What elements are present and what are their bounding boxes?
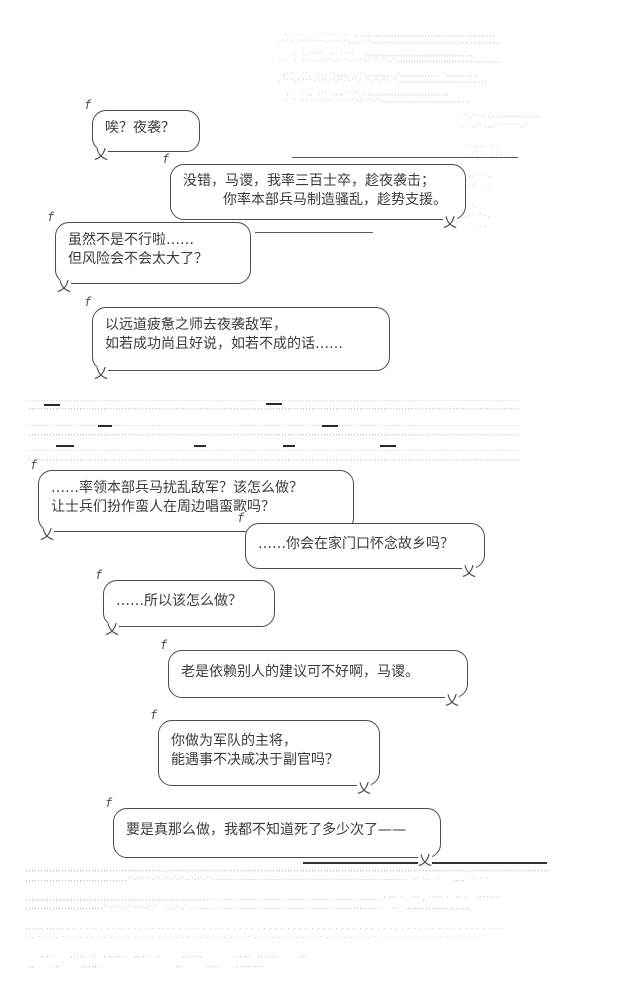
- dialogue-line: 但风险会不会太大了？: [68, 251, 208, 267]
- bubble-corner-glyph: f: [160, 638, 168, 652]
- texture-dash: [56, 445, 74, 447]
- speech-bubble-9: f 你做为军队的主将， 能遇事不决咸决于副官吗？ 乂: [150, 708, 380, 796]
- texture-dash: [322, 425, 338, 427]
- bubble-corner-glyph: f: [30, 458, 38, 472]
- dialogue-line: 能遇事不决咸决于副官吗？: [171, 752, 339, 768]
- dialogue-line: 让士兵们扮作蛮人在周边唱蛮歌吗？: [51, 499, 275, 515]
- texture-dash: [266, 403, 282, 405]
- bubble-corner-glyph: f: [150, 708, 158, 722]
- speech-bubble-4: f 以远道疲惫之师去夜袭敌军， 如若成功尚且好说，如若不成的话…… 乂: [84, 295, 390, 381]
- bubble-tail-glyph: 乂: [418, 853, 432, 869]
- texture-dash: [194, 445, 206, 447]
- speech-bubble-1: f 唉？夜袭？ 乂: [84, 98, 200, 162]
- dialogue-line: 要是真那么做，我都不知道死了多少次了——: [126, 822, 406, 838]
- bubble-corner-glyph: f: [162, 152, 170, 166]
- dialogue-line: 唉？夜袭？: [105, 120, 175, 136]
- dialogue-line: 如若成功尚且好说，如若不成的话……: [105, 336, 343, 352]
- bubble-tail-glyph: 乂: [445, 693, 459, 709]
- dialogue-line: 没错，马谡，我率三百士卒，趁夜袭击；: [183, 173, 435, 189]
- bubble-corner-glyph: f: [84, 98, 92, 112]
- texture-dash: [283, 445, 295, 447]
- dialogue-line: ……你会在家门口怀念故乡吗？: [258, 536, 454, 552]
- dialogue-line: ……率领本部兵马扰乱敌军？该怎么做？: [51, 480, 303, 496]
- bubble-tail-glyph: 乂: [57, 279, 71, 295]
- dialogue-line: 虽然不是不行啦……: [68, 232, 194, 248]
- ascii-art-top: -' '-- ''-''--'' '' ,,,,,,,,,,,,,,,,,,,,…: [278, 33, 501, 104]
- dialogue-line: ……所以该怎么做？: [116, 593, 242, 609]
- bubble-tail-glyph: 乂: [105, 622, 119, 638]
- bubble-tail-glyph: 乂: [94, 366, 108, 382]
- speech-bubble-5: f ……率领本部兵马扰乱敌军？该怎么做？ 让士兵们扮作蛮人在周边唱蛮歌吗？ 乂: [30, 458, 354, 542]
- bubble-corner-glyph: f: [237, 511, 245, 525]
- speech-bubble-2: f 没错，马谡，我率三百士卒，趁夜袭击； 你率本部兵马制造骚乱，趁势支援。 乂: [162, 152, 466, 230]
- dialogue-line: 你做为军队的主将，: [171, 733, 297, 749]
- frame-line-mid: [255, 232, 373, 233]
- ascii-art-divider: ........................................…: [28, 397, 520, 462]
- bubble-tail-glyph: 乂: [94, 147, 108, 163]
- speech-bubble-3: f 虽然不是不行啦…… 但风险会不会太大了？ 乂: [47, 210, 251, 294]
- ascii-art-bottom: ,,,,,,,,,,,,,,,,,,,,,,,,,,,,,,,,,,,,,,,,…: [25, 867, 549, 969]
- bubble-corner-glyph: f: [105, 796, 113, 810]
- dialogue-line: 以远道疲惫之师去夜袭敌军，: [105, 317, 287, 333]
- bubble-corner-glyph: f: [84, 295, 92, 309]
- texture-dash: [44, 404, 60, 406]
- speech-bubble-8: f 老是依赖别人的建议可不好啊，马谡。 乂: [160, 638, 468, 708]
- dialogue-line: 你率本部兵马制造骚乱，趁势支援。: [223, 192, 447, 208]
- bubble-tail-glyph: 乂: [443, 215, 457, 231]
- bubble-tail-glyph: 乂: [462, 564, 476, 580]
- frame-line-top: [292, 157, 518, 158]
- bubble-corner-glyph: f: [47, 210, 55, 224]
- speech-bubble-6: f ……你会在家门口怀念故乡吗？ 乂: [237, 511, 485, 579]
- speech-bubble-7: f ……所以该怎么做？ 乂: [95, 568, 275, 637]
- bubble-tail-glyph: 乂: [357, 781, 371, 797]
- ascii-art-right: -'',''--,,,',,,,,,,,,,,,,,,,,, ,'-,,''-,…: [460, 114, 542, 229]
- bubble-corner-glyph: f: [95, 568, 103, 582]
- speech-bubble-10: f 要是真那么做，我都不知道死了多少次了—— 乂: [105, 796, 441, 868]
- texture-dash: [98, 425, 112, 427]
- texture-dash: [380, 445, 396, 447]
- dialogue-line: 老是依赖别人的建议可不好啊，马谡。: [181, 664, 419, 680]
- bubble-tail-glyph: 乂: [40, 527, 54, 543]
